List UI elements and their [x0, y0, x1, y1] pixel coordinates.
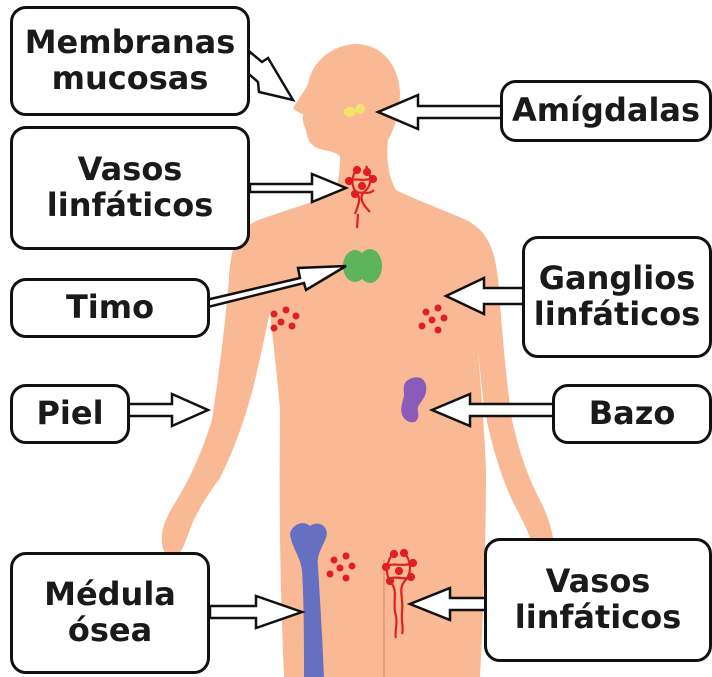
- thymus-organ: [343, 249, 382, 283]
- label-membranas-mucosas: Membranas mucosas: [10, 6, 250, 116]
- label-amigdalas-text: Amígdalas: [512, 93, 700, 129]
- arrow-piel: [126, 394, 208, 426]
- label-timo-text: Timo: [66, 290, 154, 326]
- label-membranas-mucosas-text: Membranas mucosas: [25, 25, 236, 97]
- label-vasos-linfaticos-lower-text: Vasos linfáticos: [515, 564, 682, 636]
- label-bazo-text: Bazo: [589, 396, 676, 432]
- label-ganglios-linfaticos-text: Ganglios linfáticos: [534, 261, 701, 333]
- tonsil-right: [355, 104, 365, 114]
- label-ganglios-linfaticos: Ganglios linfáticos: [522, 236, 712, 358]
- arrow-membranas-mucosas: [243, 52, 293, 100]
- label-medula-osea: Médula ósea: [10, 552, 210, 674]
- label-medula-osea-text: Médula ósea: [44, 577, 176, 649]
- label-vasos-linfaticos-upper: Vasos linfáticos: [10, 126, 250, 250]
- label-piel: Piel: [10, 384, 130, 444]
- tonsil-left: [344, 107, 356, 117]
- label-timo: Timo: [10, 278, 210, 338]
- label-vasos-linfaticos-upper-text: Vasos linfáticos: [47, 152, 214, 224]
- label-piel-text: Piel: [36, 396, 103, 432]
- label-vasos-linfaticos-lower: Vasos linfáticos: [484, 538, 712, 662]
- label-amigdalas: Amígdalas: [500, 80, 712, 142]
- label-bazo: Bazo: [552, 384, 712, 444]
